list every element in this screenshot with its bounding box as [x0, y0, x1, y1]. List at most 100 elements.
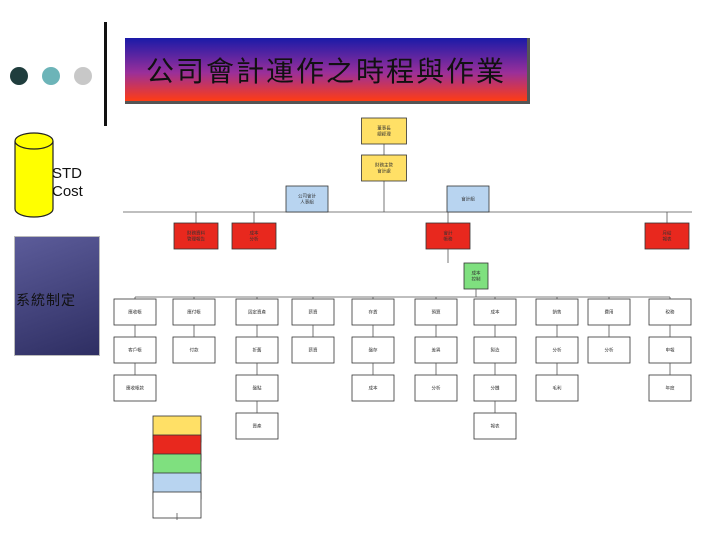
node-detail-9-1-label: 費用 [605, 309, 614, 316]
node-detail-10-1-label: 稅務 [666, 309, 675, 316]
title-divider [104, 22, 107, 126]
node-detail-5-2: 盤存 [351, 336, 395, 364]
node-red-1-label: 管理報告 [187, 236, 205, 243]
node-detail-3-4-box [235, 412, 279, 440]
node-detail-3-1-box [235, 298, 279, 326]
node-finance-head-label: 會計處 [377, 168, 391, 175]
node-chairman-label: 總經理 [377, 131, 391, 138]
node-detail-3-2: 折舊 [235, 336, 279, 364]
node-personnel-label: 人事組 [300, 199, 314, 206]
node-detail-1-3: 應收帳款 [113, 374, 157, 402]
node-detail-6-3-label: 分析 [432, 385, 441, 392]
node-detail-3-1-label: 固定資產 [248, 309, 266, 316]
node-detail-1-1-box [113, 298, 157, 326]
node-detail-1-2-label: 客戶帳 [128, 347, 142, 354]
node-accounting-group-label: 會計組 [461, 196, 475, 203]
node-accounting-group-box [446, 185, 490, 213]
node-detail-5-3: 成本 [351, 374, 395, 402]
node-detail-3-2-label: 折舊 [253, 347, 262, 354]
node-cost-control-box [463, 262, 489, 290]
node-detail-6-2: 差異 [414, 336, 458, 364]
node-detail-8-1: 銷售 [535, 298, 579, 326]
node-detail-7-4-box [473, 412, 517, 440]
node-red-3-label: 會計 [444, 230, 453, 237]
bullet-dot-teal [42, 67, 60, 85]
node-detail-10-2: 申報 [648, 336, 692, 364]
node-detail-4-2: 薪資 [291, 336, 335, 364]
node-detail-4-1-box [291, 298, 335, 326]
node-detail-7-1-box [473, 298, 517, 326]
node-detail-2-2: 付款 [172, 336, 216, 364]
node-detail-1-1-label: 應收帳 [128, 309, 142, 316]
node-detail-2-1-box [172, 298, 216, 326]
node-personnel-label: 公司會計 [298, 193, 316, 200]
node-detail-10-1: 稅務 [648, 298, 692, 326]
node-detail-7-3: 分攤 [473, 374, 517, 402]
node-detail-9-2: 分析 [587, 336, 631, 364]
node-red-3-label: 帳務 [444, 236, 453, 243]
node-chairman-box [361, 117, 407, 145]
node-detail-8-2-label: 分析 [553, 347, 562, 354]
node-detail-8-3-label: 毛利 [553, 385, 562, 392]
node-detail-10-2-label: 申報 [666, 347, 675, 354]
node-detail-7-3-label: 分攤 [491, 385, 500, 392]
node-detail-1-3-label: 應收帳款 [126, 385, 144, 392]
node-detail-6-2-label: 差異 [432, 347, 441, 354]
node-detail-2-1: 應付帳 [172, 298, 216, 326]
node-detail-8-3: 毛利 [535, 374, 579, 402]
node-detail-1-2: 客戶帳 [113, 336, 157, 364]
node-detail-4-2-label: 薪資 [309, 347, 318, 354]
bullet-dot-dark [10, 67, 28, 85]
node-red-1-label: 財務資料 [187, 230, 205, 237]
node-red-2-label: 成本 [250, 230, 259, 237]
node-red-4-box [644, 222, 690, 250]
node-finance-head-box [361, 154, 407, 182]
node-red-1-box [173, 222, 219, 250]
node-detail-8-2: 分析 [535, 336, 579, 364]
node-detail-9-1-box [587, 298, 631, 326]
node-detail-3-3: 盤點 [235, 374, 279, 402]
node-detail-4-1-label: 薪資 [309, 309, 318, 316]
node-detail-6-1-box [414, 298, 458, 326]
node-detail-9-2-box [587, 336, 631, 364]
system-label: 系統制定 [16, 293, 76, 309]
std-cost-label: STD Cost [52, 165, 112, 201]
node-detail-2-2-label: 付款 [190, 347, 199, 354]
std-cost-label-line-1: STD [52, 165, 82, 182]
node-cost-control-label: 控制 [472, 276, 481, 283]
node-finance-head-label: 財務主管 [375, 162, 393, 169]
node-detail-10-3-box [648, 374, 692, 402]
node-red-2-label: 分析 [250, 236, 259, 243]
node-detail-5-3-label: 成本 [369, 385, 378, 392]
node-red-4-label: 月結 [663, 230, 672, 237]
std-cost-cylinder-icon [14, 132, 54, 218]
node-detail-1-1: 應收帳 [113, 298, 157, 326]
node-detail-3-3-label: 盤點 [253, 385, 262, 392]
node-detail-9-1: 費用 [587, 298, 631, 326]
node-detail-7-2-label: 製造 [491, 347, 500, 354]
node-detail-2-1-label: 應付帳 [187, 309, 201, 316]
node-red-3-box [425, 222, 471, 250]
node-detail-6-3: 分析 [414, 374, 458, 402]
node-detail-10-3-label: 年度 [666, 385, 675, 392]
node-detail-5-3-box [351, 374, 395, 402]
node-cost-control-label: 成本 [472, 270, 481, 277]
node-detail-3-2-box [235, 336, 279, 364]
node-detail-9-2-label: 分析 [605, 347, 614, 354]
node-accounting-group: 會計組 [446, 185, 490, 213]
bullet-dot-light [74, 67, 92, 85]
node-detail-3-4: 資產 [235, 412, 279, 440]
node-detail-7-1-label: 成本 [491, 309, 500, 316]
node-detail-5-1-label: 存貨 [369, 309, 378, 316]
node-detail-4-1: 薪資 [291, 298, 335, 326]
node-detail-6-3-box [414, 374, 458, 402]
